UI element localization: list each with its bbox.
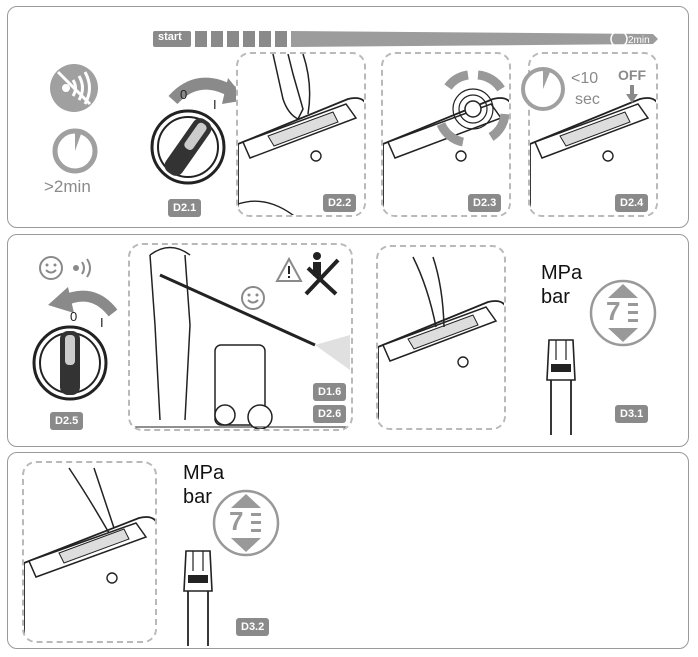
operator-illustration [130,246,351,429]
timer-unit-label: sec [575,91,600,108]
warning-icon [275,256,303,282]
pressure-unit-mpa: MPa [183,462,225,484]
pressure-level-value: 7 [606,296,621,326]
smiley-icon [39,256,63,280]
frame-off-timer [528,52,658,217]
no-spray-people-icon [304,252,340,296]
switch-off-label: 0 [70,309,78,324]
step-badge-d2-3: D2.3 [468,194,502,212]
progress-start-label: start [158,31,182,43]
rotate-left-arrow-icon [48,287,118,317]
pressure-level-icon [212,489,280,557]
machine-body-illustration [238,97,364,215]
step-badge-d3-2: D3.2 [236,618,270,636]
idle-time-label: >2min [44,177,91,196]
main-switch-dial[interactable] [30,323,110,403]
panel-step-start-stop: start max 2min >2min 0 I D2.1 [7,6,689,228]
vibration-icon [436,70,509,147]
machine-body-illustration [378,300,504,428]
off-label: OFF [618,67,646,83]
pressure-level-icon [589,279,657,347]
pointing-hand-icon [412,256,445,328]
countdown-timer-icon [521,67,565,111]
spray-lance-icon [183,550,213,646]
down-arrow-icon [626,85,638,103]
pressure-unit-bar: bar [541,286,570,308]
progress-end-label-top: max [628,24,647,34]
switch-on-label: I [100,315,104,330]
sound-icon [73,258,91,278]
pointing-hand-icon [68,467,115,534]
switch-on-label: I [213,97,217,112]
frame-pressure-adjust [376,245,506,430]
frame-operator [128,243,353,431]
pressure-unit-bar: bar [183,486,212,508]
step-badge-d2-4: D2.4 [615,194,649,212]
step-badge-d2-5: D2.5 [50,412,84,430]
timer-seconds-label: <10 [571,70,599,87]
frame-vibration [381,52,511,217]
frame-press-pressure-button [22,461,157,643]
pressure-level-value: 7 [229,506,244,536]
panel-working: 0 I D2.5 [7,234,689,447]
machine-body-illustration [24,516,155,641]
panel-pressure-adjust: MPa bar 7 D3.2 [7,452,689,649]
spray-lance-icon [546,339,576,435]
timer-icon [52,128,98,174]
pointing-hand-icon [272,54,311,121]
frame-press-button [236,52,366,217]
step-badge-d2-2: D2.2 [323,194,357,212]
mute-icon [50,64,98,112]
machine-body-illustration [530,97,656,215]
main-switch-dial[interactable] [148,107,228,187]
step-badge-d1-6: D1.6 [313,383,347,401]
step-badge-d2-6: D2.6 [313,405,347,423]
step-badge-d3-1: D3.1 [615,405,649,423]
progress-arrow [153,30,658,48]
progress-end-label-bottom: 2min [628,35,650,46]
pressure-unit-mpa: MPa [541,262,583,284]
step-badge-d2-1: D2.1 [168,199,202,217]
smiley-icon [241,286,265,310]
switch-off-label: 0 [180,87,188,102]
